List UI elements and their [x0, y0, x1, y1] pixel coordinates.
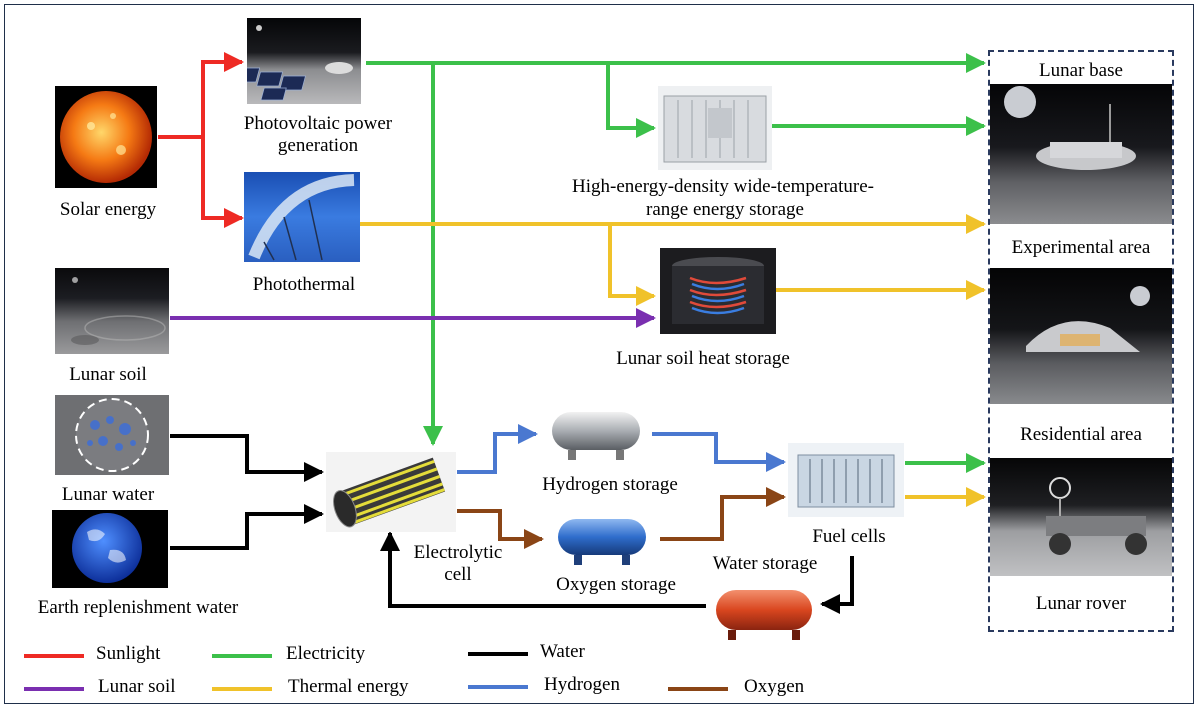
fuel-cells-label: Fuel cells — [812, 526, 886, 547]
residential-area-label: Residential area — [1020, 424, 1142, 445]
lunar-soil-image — [55, 268, 169, 354]
energy-storage-label-line1: High-energy-density wide-temperature- — [572, 176, 874, 197]
photothermal-to-soil-storage-arrow — [608, 224, 656, 306]
photothermal-label: Photothermal — [252, 274, 356, 295]
lunar-soil-label: Lunar soil — [69, 364, 147, 385]
legend-swatch-electricity — [212, 654, 272, 658]
legend-label-electricity: Electricity — [286, 643, 366, 664]
legend-label-hydrogen: Hydrogen — [544, 674, 620, 695]
experimental-area-label: Experimental area — [1011, 237, 1151, 258]
lunar-water-image — [55, 395, 169, 475]
legend-swatch-hydrogen — [468, 685, 528, 689]
photovoltaic-image — [247, 18, 361, 104]
water-storage-label: Water storage — [712, 553, 818, 574]
hydrogen-to-fuel-cells-arrow — [652, 432, 786, 472]
electrolytic-cell-image — [326, 452, 456, 532]
oxygen-storage-image — [546, 511, 658, 569]
sun-image — [55, 86, 157, 188]
destinations-box — [988, 50, 1174, 632]
sunlight-to-photothermal-arrow — [201, 137, 244, 228]
legend-label-sunlight: Sunlight — [96, 643, 161, 664]
lunar-rover-image — [990, 458, 1172, 576]
fuel-cells-image — [788, 443, 904, 517]
oxygen-storage-label: Oxygen storage — [556, 574, 676, 595]
legend-swatch-oxygen — [668, 687, 728, 691]
earth-water-to-electrolytic-arrow — [170, 504, 324, 550]
soil-heat-storage-label: Lunar soil heat storage — [616, 348, 790, 369]
hydrogen-storage-image — [540, 404, 652, 464]
lunar-water-label: Lunar water — [61, 484, 155, 505]
energy-storage-label-line2: range energy storage — [646, 199, 804, 220]
legend-label-oxygen: Oxygen — [744, 676, 805, 697]
legend-label-water: Water — [540, 641, 585, 662]
electrolytic-to-oxygen-arrow — [457, 509, 544, 549]
legend-swatch-thermal — [212, 687, 272, 691]
fuel-cells-to-water-storage-arrow — [820, 556, 854, 614]
energy-storage-image — [658, 86, 772, 170]
electrolytic-to-hydrogen-arrow — [457, 424, 538, 474]
water-storage-to-electrolytic-arrow — [380, 531, 706, 608]
solar-energy-label: Solar energy — [59, 199, 157, 220]
photovoltaic-label: Photovoltaic power generation — [243, 113, 393, 156]
lunar-water-to-electrolytic-arrow — [170, 434, 324, 482]
legend-swatch-sunlight — [24, 654, 84, 658]
earth-water-label: Earth replenishment water — [37, 597, 239, 618]
lunar-base-image — [990, 84, 1172, 224]
oxygen-to-fuel-cells-arrow — [660, 487, 786, 541]
experimental-area-image — [990, 268, 1172, 404]
sunlight-to-pv-arrow — [158, 52, 244, 139]
diagram-frame — [4, 4, 1194, 704]
water-storage-image — [708, 578, 820, 644]
legend-swatch-water — [468, 652, 528, 656]
hydrogen-storage-label: Hydrogen storage — [542, 474, 678, 495]
legend-label-thermal: Thermal energy — [288, 676, 409, 697]
soil-heat-storage-image — [660, 248, 776, 334]
earth-image — [52, 510, 168, 588]
lunar-base-label: Lunar base — [1039, 60, 1123, 81]
photothermal-image — [244, 172, 360, 262]
pv-to-energy-storage-arrow — [606, 63, 656, 138]
legend-label-lunar-soil: Lunar soil — [98, 676, 176, 697]
legend-swatch-lunar-soil — [24, 687, 84, 691]
electrolytic-cell-label: Electrolytic cell — [413, 542, 503, 585]
lunar-rover-label: Lunar rover — [1035, 593, 1127, 614]
